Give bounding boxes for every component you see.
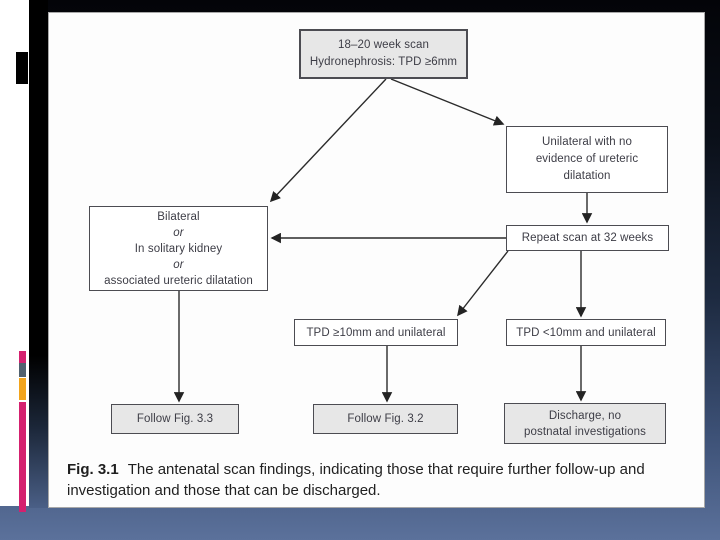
node-text-line: evidence of ureteric	[535, 153, 639, 165]
black-ribbon	[29, 0, 48, 508]
node-follow-fig-3-2: Follow Fig. 3.2	[313, 404, 458, 434]
node-text-line: postnatal investigations	[524, 425, 646, 438]
node-unilateral-no-ureteric-dilatation: Unilateral with no evidence of ureteric …	[506, 126, 668, 193]
node-tpd-ge-10mm-unilateral: TPD ≥10mm and unilateral	[294, 319, 458, 346]
node-text-line: dilatation	[563, 170, 611, 182]
figure-caption-text: The antenatal scan findings, indicating …	[67, 461, 645, 499]
connector-repeat-to-tpd-ge10	[457, 250, 509, 317]
node-tpd-lt-10mm-unilateral: TPD <10mm and unilateral	[506, 319, 666, 346]
node-follow-fig-3-3: Follow Fig. 3.3	[111, 404, 239, 434]
accent-amber-square	[19, 378, 26, 400]
node-text-line: 18–20 week scan	[337, 39, 429, 51]
accent-magenta-square	[19, 351, 26, 363]
scanned-book-page: 18–20 week scan Hydronephrosis: TPD ≥6mm…	[48, 12, 705, 508]
accent-magenta-bar	[19, 402, 26, 512]
node-discharge-no-postnatal-investigations: Discharge, no postnatal investigations	[504, 403, 666, 444]
node-text-line: or	[173, 226, 184, 239]
node-text-line: Hydronephrosis: TPD ≥6mm	[309, 56, 458, 68]
node-text-line: TPD ≥10mm and unilateral	[306, 326, 446, 339]
node-text-line: Bilateral	[157, 210, 200, 223]
connector-scan-to-bilateral	[269, 78, 387, 203]
accent-slate-square	[19, 363, 26, 377]
node-repeat-scan-32-weeks: Repeat scan at 32 weeks	[506, 225, 669, 251]
node-18-20-week-scan: 18–20 week scan Hydronephrosis: TPD ≥6mm	[299, 29, 468, 79]
node-text-line: Follow Fig. 3.2	[347, 413, 424, 425]
node-bilateral-or-solitary-kidney: Bilateral or In solitary kidney or assoc…	[89, 206, 268, 291]
node-text-line: In solitary kidney	[134, 242, 223, 255]
node-text-line: Discharge, no	[548, 409, 622, 422]
figure-caption-label: Fig. 3.1	[67, 461, 119, 478]
flowchart-connectors	[173, 78, 593, 403]
node-text-line: Follow Fig. 3.3	[136, 413, 214, 425]
node-text-line: or	[173, 258, 184, 271]
node-text-line: TPD <10mm and unilateral	[516, 326, 656, 339]
node-text-line: Repeat scan at 32 weeks	[521, 232, 654, 244]
node-text-line: associated ureteric dilatation	[104, 274, 253, 287]
connector-scan-to-unilateral	[390, 78, 505, 126]
node-text-line: Unilateral with no	[541, 136, 632, 148]
black-tab	[16, 52, 28, 84]
